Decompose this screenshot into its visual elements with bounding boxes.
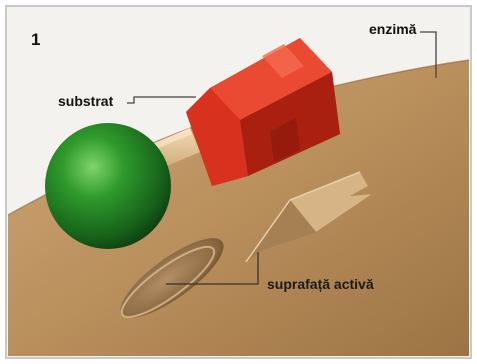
enzyme-label: enzimă	[369, 22, 416, 36]
active-surface-label: suprafață activă	[267, 277, 374, 291]
substrate-sphere	[45, 123, 171, 249]
panel-number: 1	[31, 31, 40, 48]
substrate-label: substrat	[58, 94, 113, 108]
